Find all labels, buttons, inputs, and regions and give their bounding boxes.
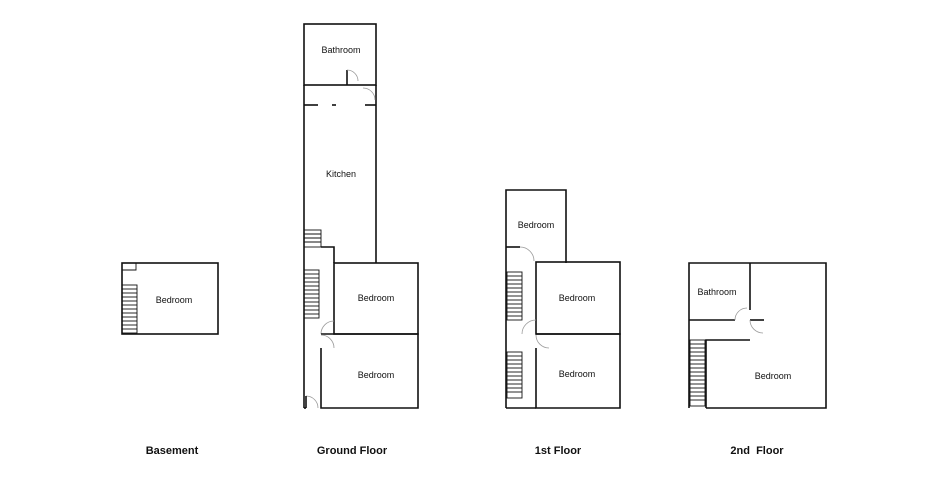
door-swing <box>734 307 748 321</box>
basement-plan: Bedroom <box>121 262 219 335</box>
room-label-second-bedroom: Bedroom <box>755 371 792 381</box>
floor-label-basement: Basement <box>146 445 199 457</box>
entrance-door-swing <box>305 395 319 409</box>
first-stairs-lower <box>506 351 523 399</box>
door-swing <box>749 319 764 334</box>
room-label-ground-bedroom-rear: Bedroom <box>358 370 395 380</box>
room-label-ground-bedroom-front: Bedroom <box>358 293 395 303</box>
first-floor-plan: Bedroom Bedroom Bedroom <box>505 189 621 409</box>
room-label-first-bedroom-bottom: Bedroom <box>559 369 596 379</box>
door-swing <box>535 334 550 349</box>
door-swing <box>320 334 335 349</box>
basement-stair-landing <box>122 262 137 271</box>
ground-hall-stairs <box>303 269 320 319</box>
floor-label-first: 1st Floor <box>535 445 582 457</box>
door-swing <box>362 87 376 101</box>
room-label-ground-bathroom: Bathroom <box>321 45 360 55</box>
basement-stairs <box>121 284 138 334</box>
second-floor-plan: Bathroom Bedroom <box>688 262 827 409</box>
room-label-ground-kitchen: Kitchen <box>326 169 356 179</box>
ground-floor-plan: Bathroom Kitchen Bedroom Bedroom <box>303 23 419 409</box>
door-swing <box>521 319 537 335</box>
floor-label-second: 2nd Floor <box>730 445 784 457</box>
door-swing <box>320 320 335 335</box>
room-label-first-bedroom-top: Bedroom <box>518 220 555 230</box>
ground-bathroom-outline <box>303 23 377 86</box>
first-stairs-upper <box>506 271 523 321</box>
door-swing <box>519 246 535 262</box>
second-stairs <box>689 339 706 407</box>
ground-kitchen-stairs <box>303 229 322 248</box>
floor-label-ground: Ground Floor <box>317 445 388 457</box>
room-label-basement-bedroom: Bedroom <box>156 295 193 305</box>
room-label-second-bathroom: Bathroom <box>697 287 736 297</box>
room-label-first-bedroom-middle: Bedroom <box>559 293 596 303</box>
door-swing <box>346 69 359 82</box>
